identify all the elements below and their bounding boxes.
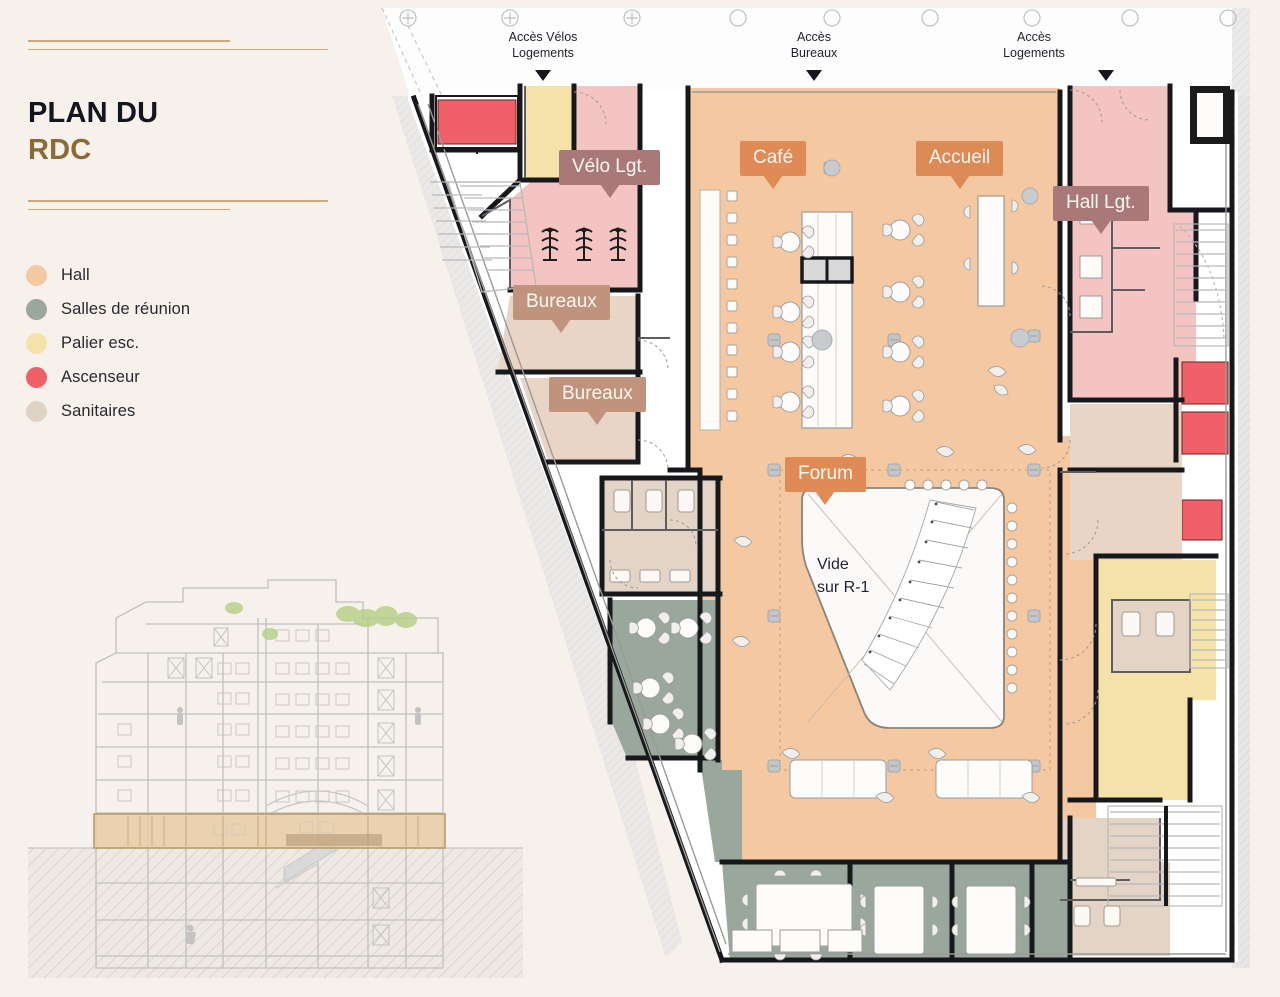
access-label-velos-logements-line2: Logements [512, 45, 574, 60]
floor-plan: Accès Vélos Logements Accès Bureaux Accè… [370, 0, 1280, 997]
section-rdc-highlight [93, 813, 446, 849]
room-tag-velo-lgt-tail [599, 183, 620, 198]
access-arrow-bureaux [806, 70, 822, 81]
room-tag-cafe[interactable]: Café [740, 141, 807, 189]
legend-label-ascenseur: Ascenseur [61, 367, 140, 386]
top-divider-rules [28, 40, 328, 50]
legend: Hall Salles de réunion Palier esc. Ascen… [26, 258, 346, 428]
legend-item-ascenseur: Ascenseur [26, 360, 346, 394]
legend-swatch-salles-de-reunion [26, 298, 47, 320]
legend-label-palier-esc: Palier esc. [61, 333, 140, 352]
room-tag-hall-lgt-tail [1090, 219, 1111, 234]
room-tag-bureaux-2-label: Bureaux [562, 383, 633, 404]
access-label-velos-logements: Accès Vélos Logements [509, 30, 578, 61]
room-tag-accueil-tail [949, 174, 970, 189]
room-tag-cafe-tail [763, 174, 784, 189]
building-section-drawing [18, 558, 523, 988]
access-label-bureaux-line1: Accès [796, 30, 832, 44]
room-tag-forum-tail [815, 490, 836, 505]
divider-line-long-top [28, 48, 328, 50]
annotation-vide-sur-r1: Vide sur R-1 [817, 553, 869, 599]
legend-item-hall: Hall [26, 258, 346, 292]
page-title-line2: RDC [28, 134, 92, 167]
access-arrow-velos-logements [535, 70, 551, 81]
room-tag-bureaux-1-tail [551, 318, 572, 333]
access-label-logements-line2: Logements [1003, 45, 1065, 60]
bottom-divider-rules [28, 200, 328, 210]
legend-swatch-sanitaires [26, 400, 47, 422]
page-title-line1: PLAN DU [28, 97, 159, 129]
page-title: PLAN DU RDC [28, 95, 348, 169]
access-label-bureaux-line2: Bureaux [790, 45, 838, 60]
legend-swatch-palier-esc [26, 332, 47, 354]
room-tag-bureaux-1[interactable]: Bureaux [513, 285, 610, 333]
room-tag-hall-lgt-label: Hall Lgt. [1066, 192, 1136, 213]
access-label-logements-line1: Accès [1016, 30, 1052, 44]
access-label-bureaux: Accès Bureaux [791, 30, 838, 61]
divider-line-short-bottom [28, 208, 230, 210]
divider-line-long-bottom [28, 200, 328, 202]
divider-line-short-top [28, 40, 230, 42]
legend-item-salles-de-reunion: Salles de réunion [26, 292, 346, 326]
legend-label-salles-de-reunion: Salles de réunion [61, 299, 191, 318]
room-tag-cafe-label: Café [753, 147, 794, 168]
room-tag-accueil-label: Accueil [929, 147, 991, 168]
room-tag-bureaux-2-tail [587, 410, 608, 425]
room-tag-forum[interactable]: Forum [785, 457, 866, 505]
access-label-velos-logements-line1: Accès Vélos [508, 30, 578, 44]
room-tag-velo-lgt[interactable]: Vélo Lgt. [559, 150, 660, 198]
legend-item-palier-esc: Palier esc. [26, 326, 346, 360]
room-tag-accueil[interactable]: Accueil [916, 141, 1004, 189]
legend-label-sanitaires: Sanitaires [61, 401, 136, 420]
access-arrow-logements [1098, 70, 1114, 81]
room-tag-velo-lgt-label: Vélo Lgt. [572, 156, 647, 177]
room-tag-bureaux-1-label: Bureaux [526, 291, 597, 312]
room-tag-forum-label: Forum [798, 463, 853, 484]
annotation-vide-sur-r1-line2: sur R-1 [817, 579, 870, 597]
room-tag-bureaux-2[interactable]: Bureaux [549, 377, 646, 425]
legend-swatch-ascenseur [26, 366, 47, 388]
legend-item-sanitaires: Sanitaires [26, 394, 346, 428]
annotation-vide-sur-r1-line1: Vide [817, 556, 849, 573]
legend-label-hall: Hall [61, 265, 90, 284]
room-tag-hall-lgt[interactable]: Hall Lgt. [1053, 186, 1149, 234]
access-label-logements: Accès Logements [1003, 30, 1065, 61]
legend-swatch-hall [26, 264, 47, 286]
left-info-panel: PLAN DU RDC Hall Salles de réunion Palie… [0, 0, 523, 997]
